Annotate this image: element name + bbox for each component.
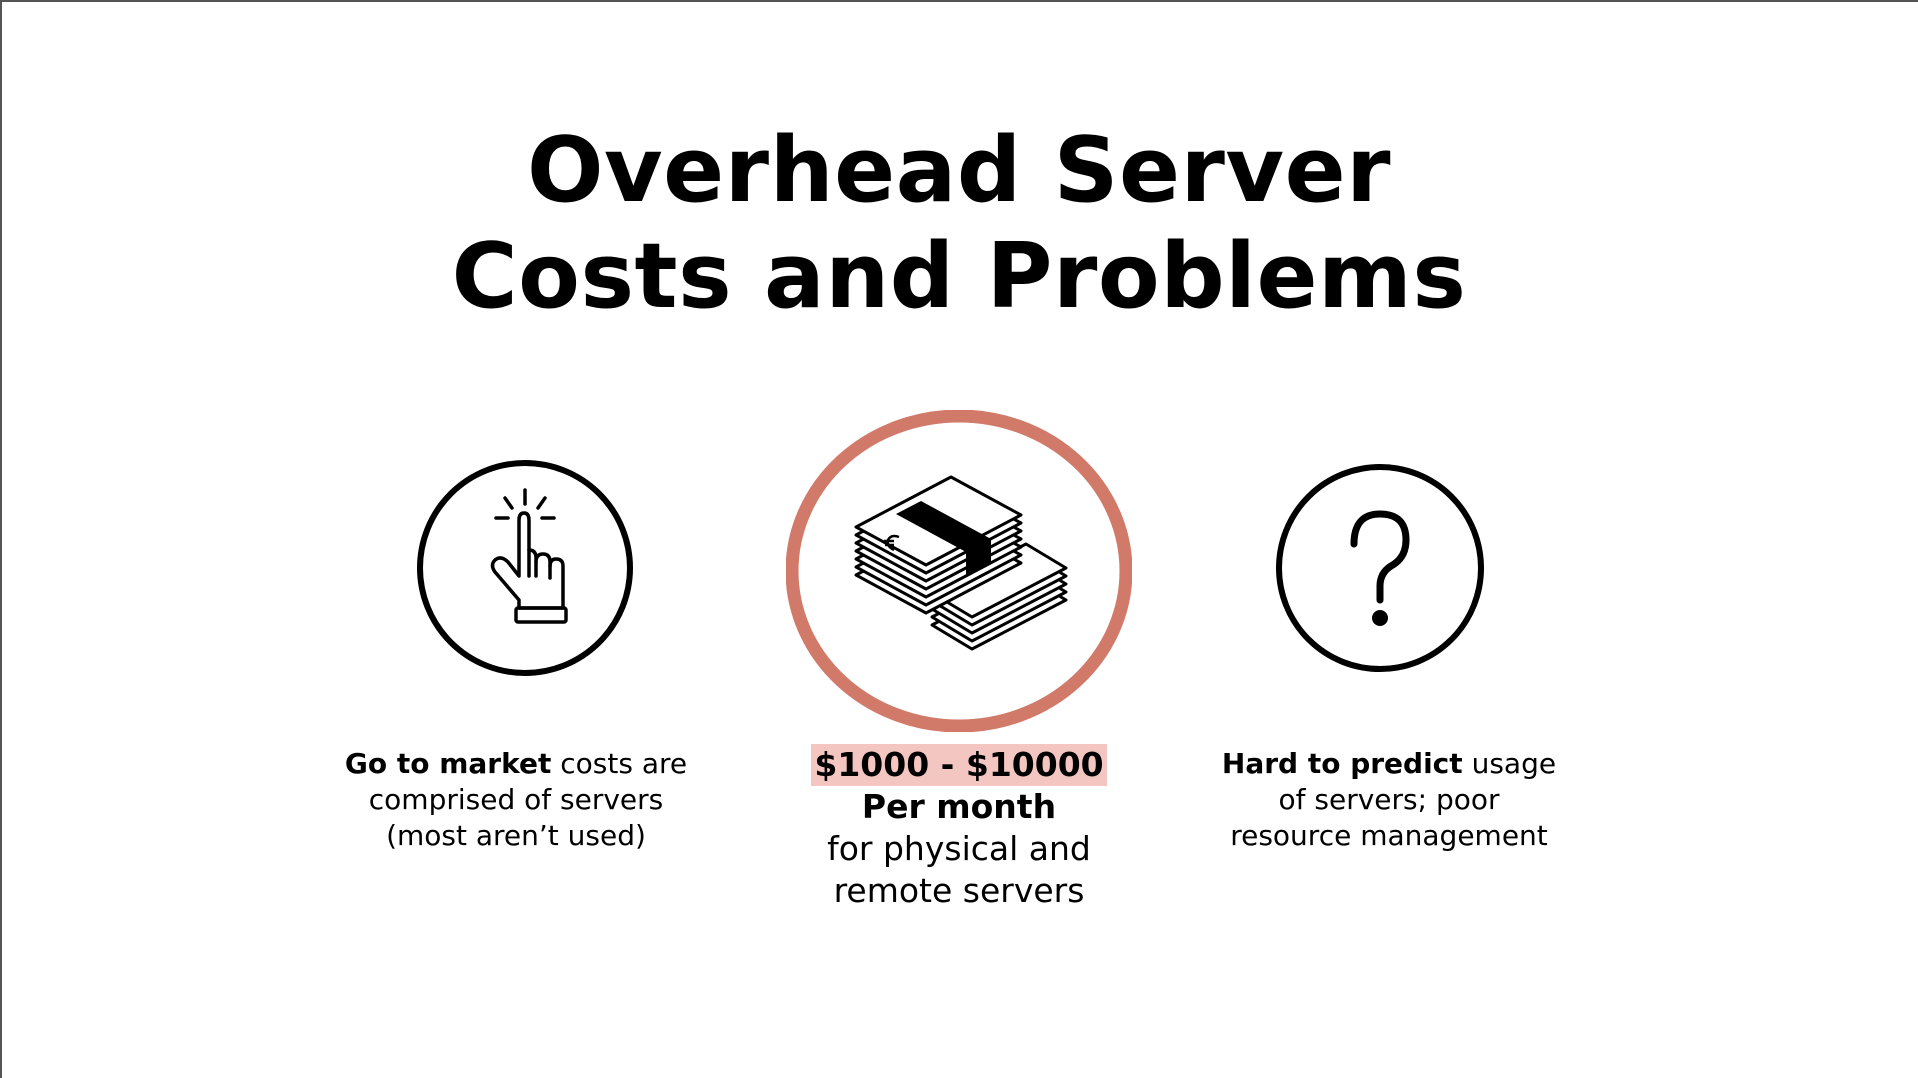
caption-line: resource management <box>1230 819 1548 852</box>
slide-title: Overhead Server Costs and Problems <box>0 118 1918 330</box>
caption-bold: Go to market <box>344 747 552 780</box>
money-stack-icon <box>786 410 1132 732</box>
pointing-hand-click-icon <box>415 458 635 678</box>
caption-bold: Hard to predict <box>1221 747 1463 780</box>
per-month-label: Per month <box>861 787 1057 826</box>
caption-line: (most aren’t used) <box>386 819 646 852</box>
caption-server-cost: $1000 - $10000 Per month for physical an… <box>759 744 1159 912</box>
title-line-2: Costs and Problems <box>451 224 1467 329</box>
question-mark-icon <box>1274 462 1486 674</box>
caption-line: for physical and <box>827 829 1091 868</box>
caption-text: usage <box>1462 747 1557 780</box>
caption-line: remote servers <box>833 871 1085 910</box>
caption-go-to-market: Go to market costs are comprised of serv… <box>316 746 716 854</box>
caption-line: of servers; poor <box>1278 783 1500 816</box>
caption-hard-to-predict: Hard to predict usage of servers; poor r… <box>1189 746 1589 854</box>
caption-line: comprised of servers <box>368 783 664 816</box>
caption-text: costs are <box>551 747 688 780</box>
title-line-1: Overhead Server <box>526 118 1392 223</box>
cost-range-highlight: $1000 - $10000 <box>811 744 1107 786</box>
